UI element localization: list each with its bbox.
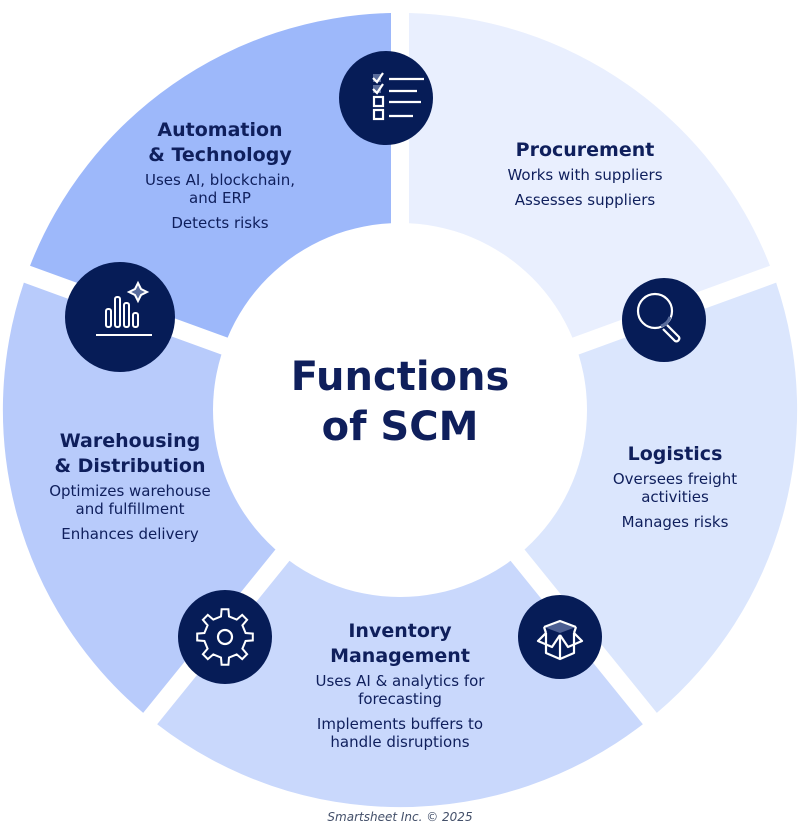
magnifier-icon — [622, 278, 706, 362]
segment-desc: Works with suppliers — [507, 166, 663, 184]
segment-warehousing: Warehousing & Distribution Optimizes war… — [20, 429, 240, 543]
wheel-segment-inventory — [157, 532, 643, 808]
segment-desc: Implements buffers to handle disruptions — [316, 715, 484, 751]
center-title-line1: Functions — [290, 354, 510, 400]
segment-desc: Oversees freight activities — [612, 470, 738, 506]
segment-title: Inventory — [348, 620, 452, 642]
segment-desc: Optimizes warehouse and fulfillment — [49, 482, 211, 518]
segment-title: Warehousing — [59, 430, 201, 452]
segment-desc: Detects risks — [171, 214, 269, 232]
gear-outline — [196, 608, 254, 666]
bar-chart-sparkle-icon — [65, 262, 175, 372]
segment-title-line2: & Distribution — [54, 455, 206, 477]
segment-desc: Uses AI, blockchain, and ERP — [144, 171, 295, 207]
footer-credit: Smartsheet Inc. © 2025 — [327, 810, 473, 824]
segment-desc: Uses AI & analytics for forecasting — [315, 672, 485, 708]
box-icon — [518, 595, 602, 679]
segment-title-line2: Management — [330, 645, 470, 667]
center-title: Functions of SCM — [240, 352, 560, 452]
segment-desc: Assesses suppliers — [514, 191, 656, 209]
segment-title: Procurement — [515, 139, 655, 161]
checklist-icon — [339, 51, 433, 145]
gear-icon — [178, 590, 272, 684]
center-title-line2: of SCM — [321, 404, 479, 450]
segment-title: Logistics — [627, 443, 723, 465]
segment-title: Automation — [157, 119, 283, 141]
center-circle — [213, 223, 587, 597]
segment-logistics: Logistics Oversees freight activities Ma… — [590, 442, 760, 531]
segment-title-line2: & Technology — [148, 144, 292, 166]
segment-automation: Automation & Technology Uses AI, blockch… — [110, 118, 330, 232]
segment-procurement: Procurement Works with suppliers Assesse… — [480, 138, 690, 209]
segment-inventory: Inventory Management Uses AI & analytics… — [290, 619, 510, 751]
segment-desc: Manages risks — [621, 513, 729, 531]
segment-desc: Enhances delivery — [61, 525, 199, 543]
